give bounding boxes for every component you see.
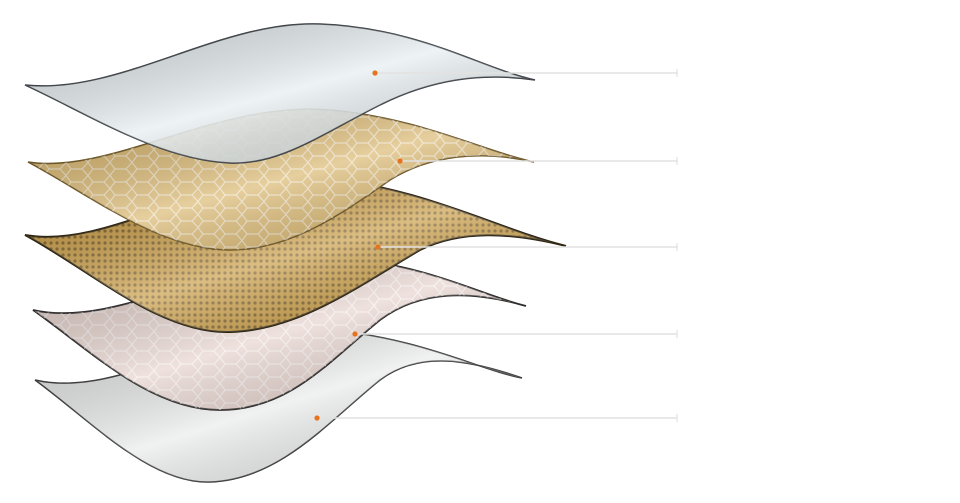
callout-1 xyxy=(372,69,678,77)
layer-glass-top xyxy=(24,23,536,164)
callout-2 xyxy=(397,157,678,165)
callout-4 xyxy=(352,330,678,338)
callout-3 xyxy=(375,243,678,251)
callout-5 xyxy=(314,414,678,422)
